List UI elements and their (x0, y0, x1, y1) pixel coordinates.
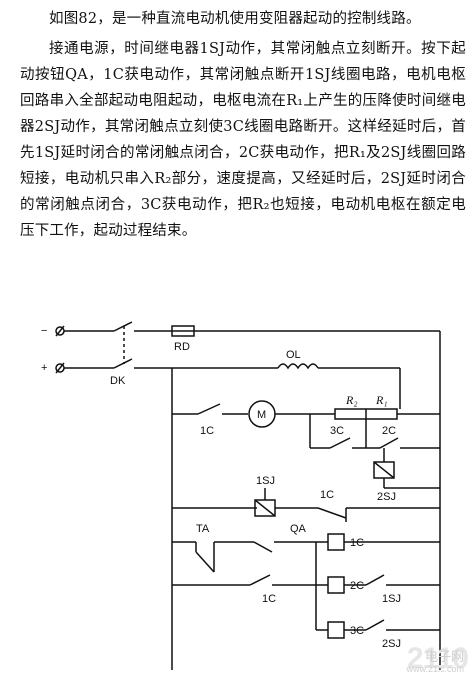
c3-coil (327, 621, 345, 639)
plus-label: + (41, 362, 47, 374)
control-circuit: TA QA 1C 1C 2C 1SJ 3C 2SJ (172, 523, 440, 650)
plus-terminal: + (41, 362, 65, 374)
r1-label: R₁ (375, 393, 388, 407)
ta-label: TA (196, 523, 210, 535)
qa-label: QA (290, 523, 307, 535)
watermark-url: www.21ic.com (406, 664, 464, 674)
dk-label: DK (110, 375, 126, 387)
c2-coil-label: 2C (350, 580, 364, 592)
rd-label: RD (174, 341, 190, 353)
c1-coil (327, 533, 345, 551)
ol-label: OL (286, 349, 301, 361)
shorting-contacts: 3C 2C 2SJ (309, 414, 440, 503)
dk-switch: DK (64, 321, 172, 387)
c1-hold-label: 1C (262, 593, 276, 605)
minus-label: − (41, 325, 47, 337)
sj1-branch: 1SJ 1C (172, 475, 440, 522)
sj2-contact-label: 2SJ (382, 638, 401, 650)
circuit-diagram: − + DK RD OL 1C (41, 321, 441, 670)
paragraph-explanation: 接通电源，时间继电器1SJ动作，其常闭触点立刻断开。按下起动按钮QA，1C获电动… (20, 41, 466, 239)
c1-main-label: 1C (200, 425, 214, 437)
c2-short-label: 2C (382, 425, 396, 437)
c1-nc-label: 1C (320, 489, 334, 501)
c3-coil-label: 3C (350, 625, 364, 637)
c3-short-label: 3C (330, 425, 344, 437)
sj2-coil-label: 2SJ (377, 491, 396, 503)
watermark-text: 电子网 (424, 649, 464, 664)
description-text: 如图82，是一种直流电动机使用变阻器起动的控制线路。 接通电源，时间继电器1SJ… (20, 6, 466, 244)
r2-label: R₂ (345, 393, 358, 407)
minus-terminal: − (41, 325, 65, 337)
armature-branch: 1C M R₂ R₁ (172, 393, 440, 437)
watermark-logo: 2110 电子网 www.21ic.com (406, 642, 469, 676)
c1-coil-label: 1C (350, 537, 364, 549)
fuse-rd: RD (171, 325, 440, 353)
watermark-digits: 2110 (406, 642, 469, 675)
overload-ol: OL (172, 349, 401, 402)
sj1-contact-label: 1SJ (382, 593, 401, 605)
sj1-coil-label: 1SJ (256, 475, 275, 487)
c2-coil (327, 576, 345, 594)
motor-label: M (257, 409, 266, 421)
paragraph-intro: 如图82，是一种直流电动机使用变阻器起动的控制线路。 (49, 11, 421, 27)
